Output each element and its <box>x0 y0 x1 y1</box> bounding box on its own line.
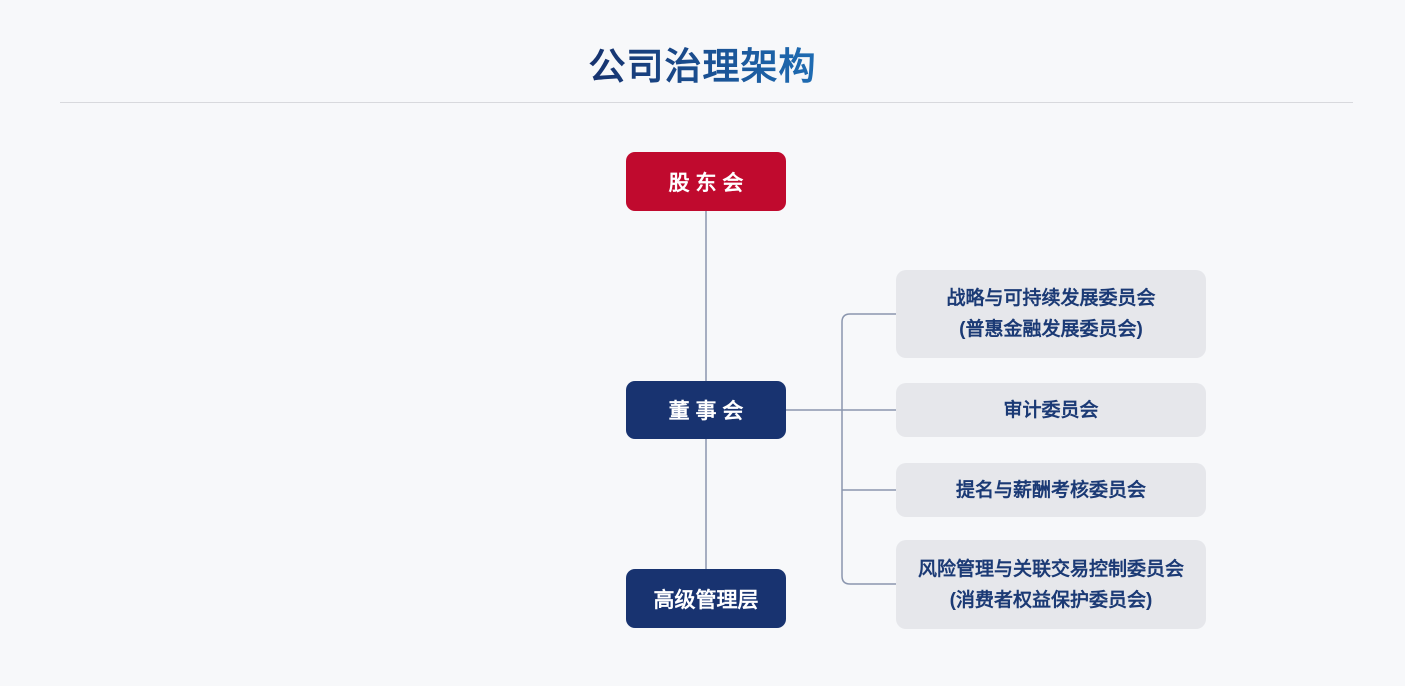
node-board: 董 事 会 <box>626 381 786 439</box>
node-senior-management: 高级管理层 <box>626 569 786 628</box>
node-shareholders-label: 股 东 会 <box>668 171 744 195</box>
committee-risk: 风险管理与关联交易控制委员会 (消费者权益保护委员会) <box>896 540 1206 629</box>
committee-strategy-line2: (普惠金融发展委员会) <box>959 319 1143 340</box>
committee-strategy-line1: 战略与可持续发展委员会 <box>946 288 1156 309</box>
title-divider <box>60 102 1353 103</box>
committee-audit-line1: 审计委员会 <box>1003 399 1099 421</box>
committee-nomination-line1: 提名与薪酬考核委员会 <box>955 479 1146 501</box>
committee-audit: 审计委员会 <box>896 383 1206 437</box>
page-title: 公司治理架构 <box>0 36 1405 90</box>
node-senior-management-label: 高级管理层 <box>653 588 759 612</box>
connector-committee-spine <box>841 313 896 585</box>
committee-strategy: 战略与可持续发展委员会 (普惠金融发展委员会) <box>896 270 1206 358</box>
node-board-label: 董 事 会 <box>668 400 744 423</box>
committee-risk-line2: (消费者权益保护委员会) <box>949 589 1153 611</box>
committee-nomination: 提名与薪酬考核委员会 <box>896 463 1206 517</box>
node-shareholders: 股 东 会 <box>626 152 786 211</box>
committee-risk-line1: 风险管理与关联交易控制委员会 <box>917 558 1184 580</box>
